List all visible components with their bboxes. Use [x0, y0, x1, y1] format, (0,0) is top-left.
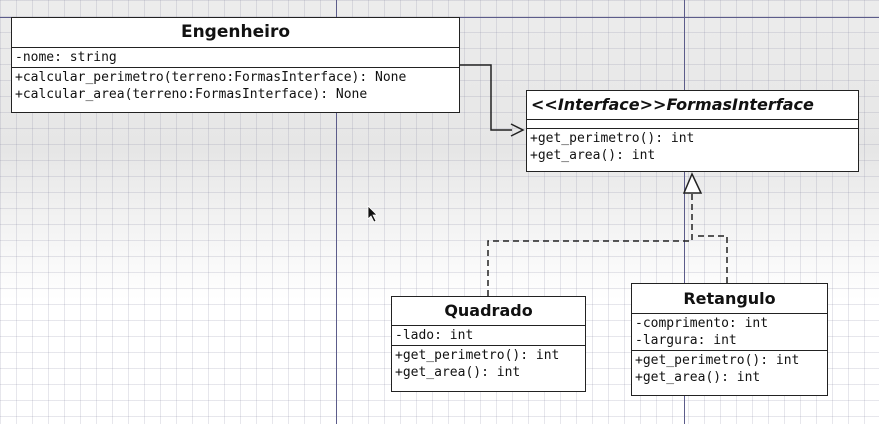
class-retangulo-attributes: -comprimento: int -largura: int	[632, 314, 827, 351]
class-method: +get_perimetro(): int	[635, 353, 800, 368]
realization-triangle	[682, 172, 703, 194]
dependency-connector[interactable]	[459, 64, 512, 131]
class-retangulo-name: Retangulo	[632, 284, 827, 314]
class-engenheiro-methods: +calcular_perimetro(terreno:FormasInterf…	[12, 68, 459, 104]
class-quadrado-name: Quadrado	[392, 297, 585, 326]
class-formas-interface-methods: +get_perimetro(): int +get_area(): int	[527, 129, 858, 165]
class-method: +get_area(): int	[395, 365, 521, 380]
realization-connector-quadrado[interactable]	[487, 193, 693, 296]
class-method: +get_perimetro(): int	[530, 131, 695, 146]
class-quadrado[interactable]: Quadrado -lado: int +get_perimetro(): in…	[391, 296, 586, 392]
class-method: +get_area(): int	[530, 148, 656, 163]
class-formas-interface-attributes	[527, 120, 858, 129]
class-attribute: -nome: string	[15, 50, 117, 65]
class-quadrado-methods: +get_perimetro(): int +get_area(): int	[392, 346, 585, 382]
canvas-guide-vertical	[684, 0, 685, 424]
class-attribute: -largura: int	[635, 333, 737, 348]
class-method: +get_area(): int	[635, 370, 761, 385]
class-retangulo-methods: +get_perimetro(): int +get_area(): int	[632, 351, 827, 387]
realization-connector-retangulo[interactable]	[697, 235, 728, 283]
class-engenheiro-attributes: -nome: string	[12, 48, 459, 68]
class-engenheiro[interactable]: Engenheiro -nome: string +calcular_perim…	[11, 17, 460, 113]
class-formas-interface-name: <<Interface>>FormasInterface	[527, 91, 858, 120]
dependency-arrowhead	[510, 123, 525, 137]
class-engenheiro-name: Engenheiro	[12, 18, 459, 48]
class-retangulo[interactable]: Retangulo -comprimento: int -largura: in…	[631, 283, 828, 396]
class-attribute: -lado: int	[395, 328, 474, 343]
class-method: +calcular_perimetro(terreno:FormasInterf…	[15, 70, 407, 85]
class-method: +calcular_area(terreno:FormasInterface):…	[15, 87, 368, 102]
mouse-cursor-icon	[367, 205, 378, 223]
class-method: +get_perimetro(): int	[395, 348, 560, 363]
canvas-guide-vertical	[336, 0, 337, 424]
class-attribute: -comprimento: int	[635, 316, 769, 331]
class-formas-interface[interactable]: <<Interface>>FormasInterface +get_perime…	[526, 90, 859, 172]
class-quadrado-attributes: -lado: int	[392, 326, 585, 346]
